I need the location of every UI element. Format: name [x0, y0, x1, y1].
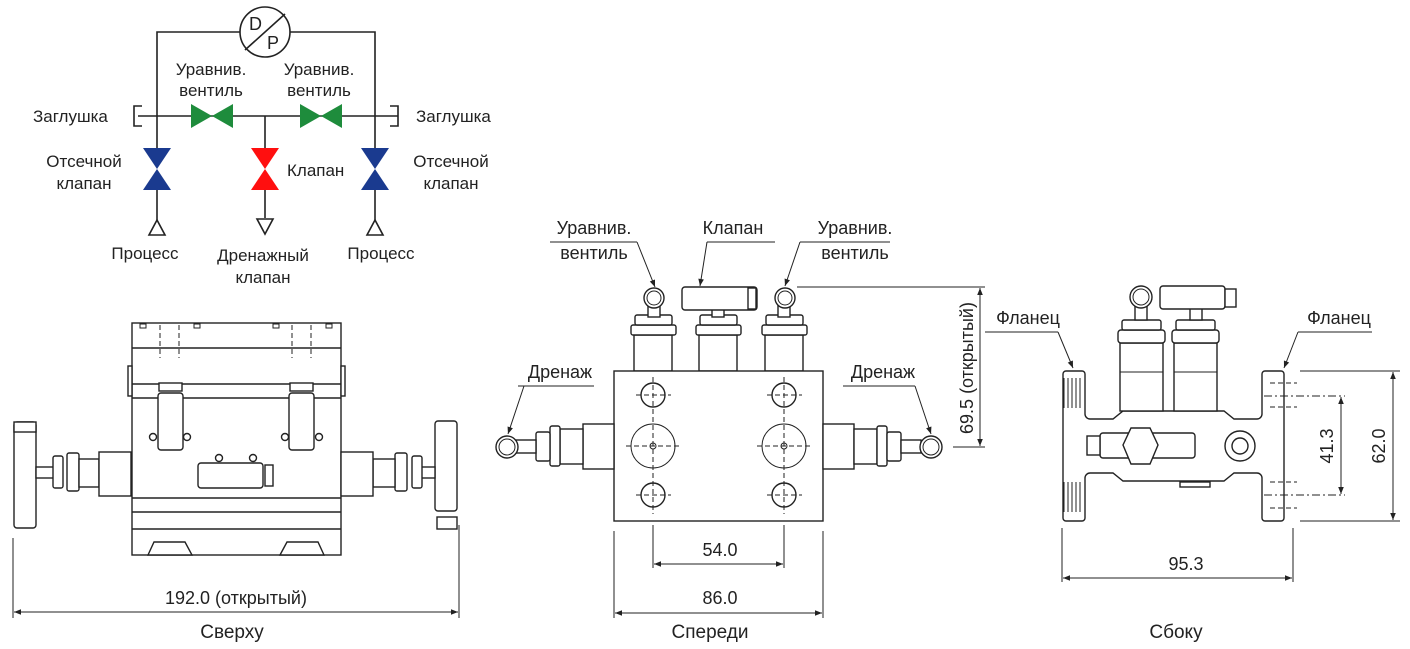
label-drain-1: Дренажный	[217, 246, 309, 265]
label-vent: Клапан	[287, 161, 344, 180]
dim-inner-width: 54.0	[702, 540, 737, 560]
dim-height-open: 69.5 (открытый)	[957, 302, 977, 434]
callout-equalizer-right-2: вентиль	[821, 243, 889, 263]
caption-top-view: Сверху	[200, 622, 264, 643]
block-valve-handle-left	[13, 421, 37, 529]
label-equalizer-left-1: Уравнив.	[176, 60, 247, 79]
equalizer-handle-right	[288, 392, 315, 451]
callout-equalizer-left-2: вентиль	[560, 243, 628, 263]
vent-handle-front	[681, 286, 758, 311]
block-valve-left-icon	[143, 148, 171, 190]
equalizer-valve-left-icon	[191, 104, 233, 128]
callout-equalizer-right-1: Уравнив.	[818, 218, 893, 238]
front-view: Уравнив. вентиль Клапан Уравнив. вентиль…	[495, 218, 985, 643]
block-valve-handle-right	[434, 420, 458, 512]
callout-vent: Клапан	[703, 218, 764, 238]
vent-handle	[197, 462, 264, 489]
plug-left-icon	[133, 105, 142, 127]
process-right-icon	[365, 218, 385, 236]
callout-equalizer-left-1: Уравнив.	[557, 218, 632, 238]
label-process-right: Процесс	[347, 244, 415, 263]
label-plug-left: Заглушка	[33, 107, 108, 126]
callout-drain-right: Дренаж	[851, 362, 915, 382]
gauge-p: P	[267, 33, 279, 53]
schematic: D P	[33, 6, 491, 287]
dim-side-height: 62.0	[1369, 428, 1389, 463]
dim-overall-width: 192.0 (открытый)	[165, 588, 307, 608]
drain-icon	[255, 218, 275, 236]
plug-right-icon	[390, 105, 399, 127]
label-equalizer-left-2: вентиль	[179, 81, 243, 100]
gauge-d: D	[249, 14, 262, 34]
equalizer-valve-right-icon	[300, 104, 342, 128]
dim-hole-spacing: 41.3	[1317, 428, 1337, 463]
block-valve-right-icon	[361, 148, 389, 190]
label-block-right-1: Отсечной	[413, 152, 488, 171]
label-plug-right: Заглушка	[416, 107, 491, 126]
equalizer-handle-left	[157, 392, 184, 451]
callout-flange-right: Фланец	[1307, 308, 1371, 328]
dim-outer-width: 86.0	[702, 588, 737, 608]
callout-flange-left: Фланец	[996, 308, 1060, 328]
pipe-left	[156, 31, 240, 148]
vent-valve-icon	[251, 148, 279, 190]
process-left-icon	[147, 218, 167, 236]
side-view: Фланец Фланец 95.3 41.3 62.0 Сбоку	[985, 285, 1400, 643]
caption-front-view: Спереди	[672, 622, 749, 643]
label-drain-2: клапан	[235, 268, 290, 287]
top-view: 192.0 (открытый) Сверху	[12, 322, 460, 643]
dp-gauge-icon: D P	[239, 6, 291, 58]
caption-side-view: Сбоку	[1149, 622, 1203, 643]
callout-drain-left: Дренаж	[528, 362, 592, 382]
label-process-left: Процесс	[111, 244, 179, 263]
dim-side-width: 95.3	[1168, 554, 1203, 574]
pipe-right	[290, 31, 376, 148]
vent-handle-side	[1159, 285, 1226, 310]
label-equalizer-right-1: Уравнив.	[284, 60, 355, 79]
label-equalizer-right-2: вентиль	[287, 81, 351, 100]
label-block-right-2: клапан	[423, 174, 478, 193]
label-block-left-2: клапан	[56, 174, 111, 193]
label-block-left-1: Отсечной	[46, 152, 121, 171]
